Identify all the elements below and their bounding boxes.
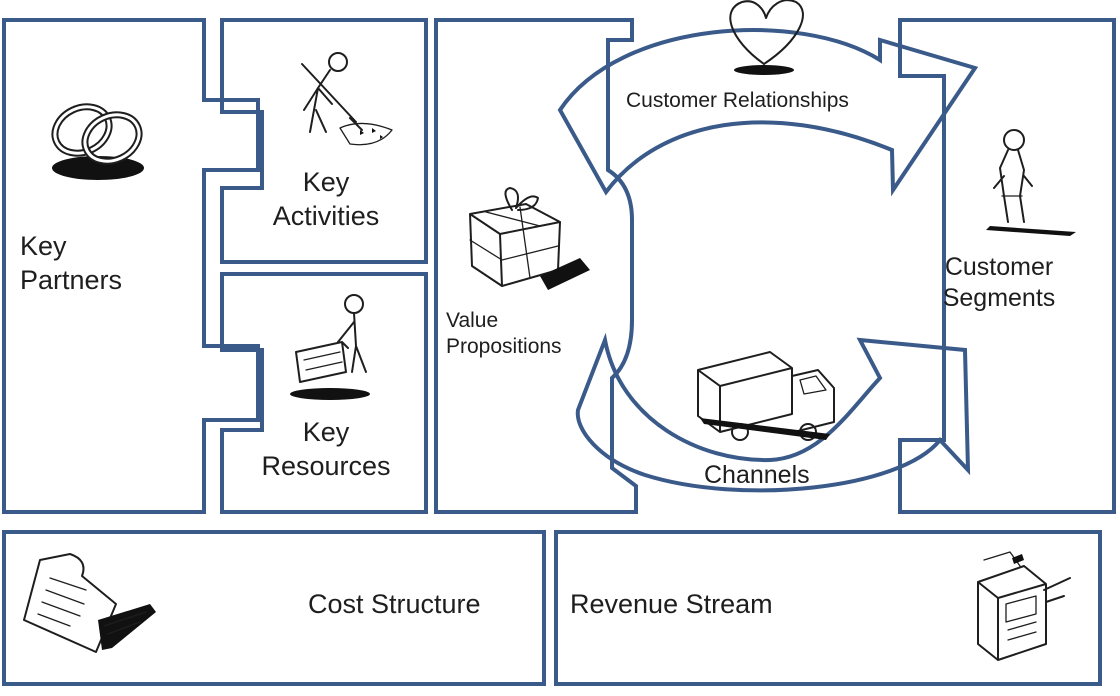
delivery-truck-icon (697, 351, 835, 441)
key-partners-block (2, 18, 260, 514)
key-partners-label: Key Partners (20, 230, 122, 298)
customer-segments-block (898, 18, 1116, 514)
key-resources-line1: Key (302, 417, 350, 447)
heart-icon (729, 0, 804, 75)
person-pushing-cart-icon (290, 294, 370, 400)
customer-segments-line2: Segments (942, 284, 1056, 313)
value-propositions-line2: Propositions (446, 335, 562, 359)
key-activities-line2: Activities (272, 200, 380, 231)
value-propositions-block (434, 18, 638, 514)
value-propositions-label: Value Propositions (446, 308, 562, 361)
channels-label: Channels (704, 461, 810, 489)
customer-segments-line1: Customer (944, 253, 1054, 281)
gift-box-icon (469, 187, 590, 290)
cash-register-icon (977, 551, 1071, 661)
customer-segments-label: Customer Segments (926, 252, 1072, 315)
key-activities-label: Key Activities (256, 166, 396, 234)
cost-structure-label: Cost Structure (308, 589, 481, 619)
rings-icon (51, 103, 144, 180)
invoice-paper-icon (23, 553, 156, 653)
cost-structure-block (2, 530, 546, 686)
key-partners-line2: Partners (20, 264, 123, 295)
value-propositions-line1: Value (446, 309, 499, 332)
key-resources-block (220, 272, 428, 514)
key-partners-line1: Key (20, 231, 67, 261)
customer-relationships-arrow (557, 28, 979, 197)
key-activities-block (220, 18, 428, 264)
key-activities-line1: Key (302, 167, 350, 197)
revenue-stream-block (554, 530, 1102, 686)
customer-relationships-label: Customer Relationships (626, 89, 849, 112)
key-resources-label: Key Resources (248, 416, 404, 484)
standing-person-icon (986, 129, 1076, 236)
channels-arrow (575, 332, 971, 493)
key-resources-line2: Resources (261, 450, 391, 481)
worker-shoveling-icon (301, 52, 393, 146)
revenue-stream-label: Revenue Stream (570, 589, 773, 619)
